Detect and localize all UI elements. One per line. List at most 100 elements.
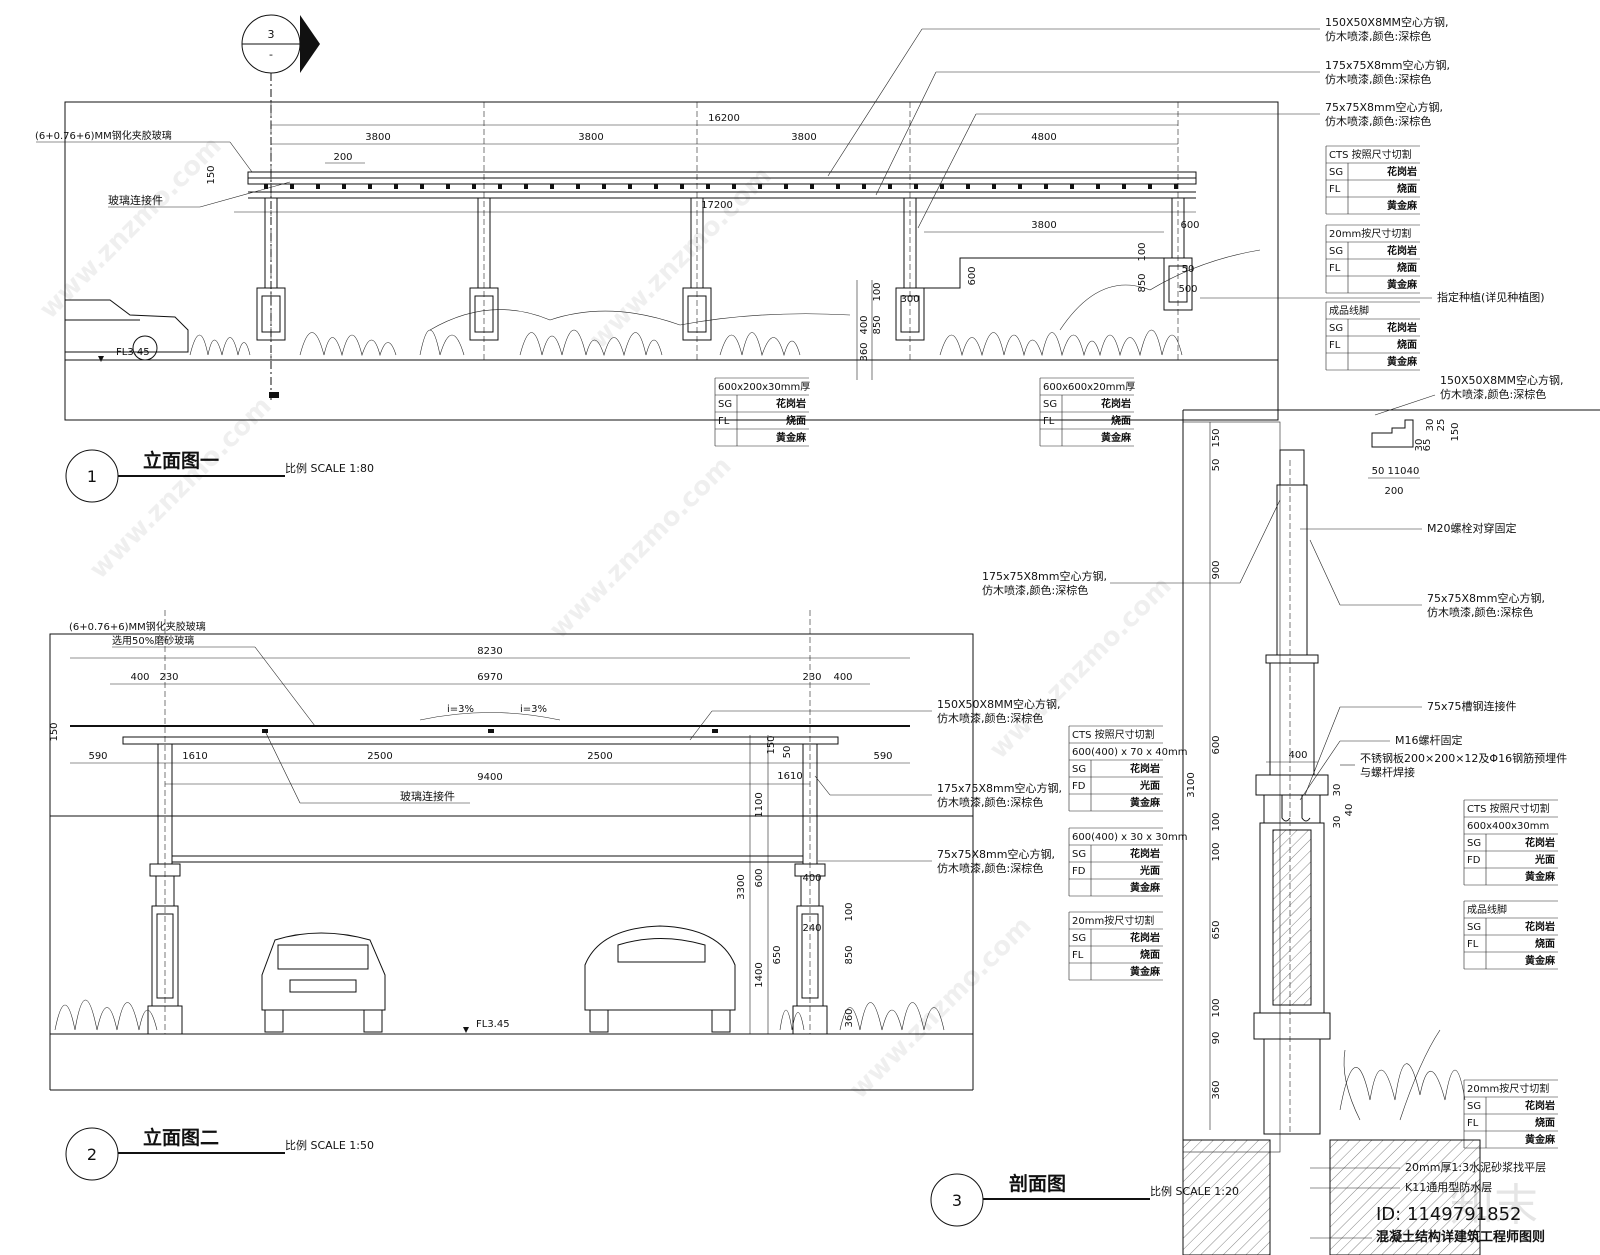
material-value: 黄金麻 [1130,965,1161,978]
material-table-header: CTS 按照尺寸切割 [1467,802,1550,815]
e1-total-dim: 16200 [708,113,740,124]
e2-dim-1400: 1400 [754,962,765,987]
material-code: FL [1467,1118,1479,1129]
material-value: 花岗岩 [1130,762,1160,775]
sec-channel: 75x75槽钢连接件 [1427,700,1517,713]
sec-dim-400: 400 [1288,750,1307,761]
e1-dim-360: 360 [859,342,870,361]
sec-steel75-line1: 75x75X8mm空心方钢, [1427,591,1545,605]
e2-glass-label: (6+0.76+6)MM钢化夹胶玻璃 [69,620,206,633]
material-value: 黄金麻 [1387,278,1418,291]
e1-dim-850: 850 [1137,273,1148,292]
material-value: 光面 [1139,864,1160,877]
e2-dim-650: 650 [772,945,783,964]
e2-dim-mid-1: 590 [88,751,107,762]
material-table-sub: 600(400) x 70 x 40mm [1072,747,1187,758]
material-code: SG [1072,933,1086,944]
material-value: 黄金麻 [1387,355,1418,368]
sec-dim-5: 100 [1211,812,1222,831]
sec-dim-3: 900 [1211,560,1222,579]
sec-steel75-line2: 仿木喷漆,颜色:深棕色 [1427,605,1533,619]
material-value: 花岗岩 [776,397,806,410]
sec-m16: M16螺杆固定 [1395,733,1463,747]
e2-dim-150: 150 [49,722,60,741]
sec-profile-2: 110 [1387,466,1406,477]
sec-profile-s1: 30 [1414,439,1425,452]
e1-dim-200: 200 [333,152,352,163]
e2-scale: 比例 SCALE 1:50 [285,1138,374,1152]
car-rear-icon [584,925,736,1033]
car-front-icon [261,932,386,1033]
watermark-text: www.znzmo.com [844,911,1038,1105]
sec-dim-30b: 30 [1332,816,1343,829]
e1-seg-4: 4800 [1031,132,1056,143]
e2-title: 立面图二 [143,1126,219,1149]
material-value: 花岗岩 [1387,321,1417,334]
e1-seg-1: 3800 [365,132,390,143]
e2-slope-2: i=3% [520,704,547,715]
e1-dim-3800: 3800 [1031,220,1056,231]
e2-dim-mid-5: 1610 [777,771,802,782]
e1-dim-600: 600 [1180,220,1199,231]
material-value: 花岗岩 [1101,397,1131,410]
material-value: 烧面 [1111,414,1131,427]
section-marker: 3 - [241,14,320,400]
material-code: FL [718,416,730,427]
material-value: 花岗岩 [1525,920,1555,933]
elevation-2: (6+0.76+6)MM钢化夹胶玻璃 选用50%磨砂玻璃 8230 400 23… [49,610,974,1181]
material-value: 光面 [1139,779,1160,792]
callouts-e2: 150X50X8MM空心方钢, 仿木喷漆,颜色:深棕色 175x75X8mm空心… [689,697,1062,875]
material-table-header: CTS 按照尺寸切割 [1329,148,1412,161]
section-marker-number: 3 [268,28,275,41]
e2-dim-600: 600 [754,868,765,887]
e2-dim-850: 850 [844,945,855,964]
section-view: 150 50 900 600 100 100 650 100 90 360 31… [930,373,1600,1255]
e1-dim-850b: 850 [872,315,883,334]
plants-elevation-2 [54,999,945,1031]
sec-profile-r2: 25 [1436,419,1447,432]
sec-mortar: 20mm厚1:3水泥砂浆找平层 [1405,1160,1546,1174]
material-code: SG [1467,922,1481,933]
sec-plate-line1: 不锈钢板200×200×12及Φ16钢筋预埋件 [1360,751,1567,765]
sec-dim-30a: 30 [1332,784,1343,797]
material-code: FL [1329,340,1341,351]
material-code: SG [1467,838,1481,849]
e2-dim-360: 360 [844,1008,855,1027]
e2-dim-400: 400 [802,873,821,884]
material-code: FL [1329,263,1341,274]
material-value: 花岗岩 [1525,836,1555,849]
e2-slope-1: i=3% [447,704,474,715]
callout-top-1-line1: 150X50X8MM空心方钢, [1325,15,1449,29]
material-table-header: 成品线脚 [1329,304,1369,317]
sec-waterproof: K11通用型防水层 [1405,1180,1492,1194]
material-value: 黄金麻 [1387,199,1418,212]
watermark-layer: www.znzmo.com www.znzmo.com www.znzmo.co… [34,131,1538,1231]
sec-dim-9: 90 [1211,1032,1222,1045]
e2-dim-1100: 1100 [754,792,765,817]
e1-seg-3: 3800 [791,132,816,143]
callout-top-1-line2: 仿木喷漆,颜色:深棕色 [1325,29,1431,43]
e1-dim-50: 50 [1182,264,1195,275]
sec-steel175-line1: 175x75X8mm空心方钢, [982,569,1107,583]
e2-dim-mid-2: 1610 [182,751,207,762]
e2-connector-label: 玻璃连接件 [400,789,455,803]
elevation-1: 16200 3800 3800 3800 4800 200 150 17200 [35,101,1545,503]
e1-glass-label: (6+0.76+6)MM钢化夹胶玻璃 [35,129,172,142]
plants-elevation-1 [189,249,1261,357]
e1-plant-label: 指定种植(详见种植图) [1437,290,1545,304]
e1-seg-2: 3800 [578,132,603,143]
sec-steel150-line2: 仿木喷漆,颜色:深棕色 [1440,387,1546,401]
sec-dim-8: 100 [1211,998,1222,1017]
e2-dim-mid-3: 2500 [367,751,392,762]
material-value: 烧面 [1535,937,1555,950]
e2-number: 2 [87,1145,97,1164]
watermark-id: ID: 1149791852 [1376,1204,1521,1225]
sec-scale: 比例 SCALE 1:20 [1150,1184,1239,1198]
sec-m20: M20螺栓对穿固定 [1427,521,1517,535]
